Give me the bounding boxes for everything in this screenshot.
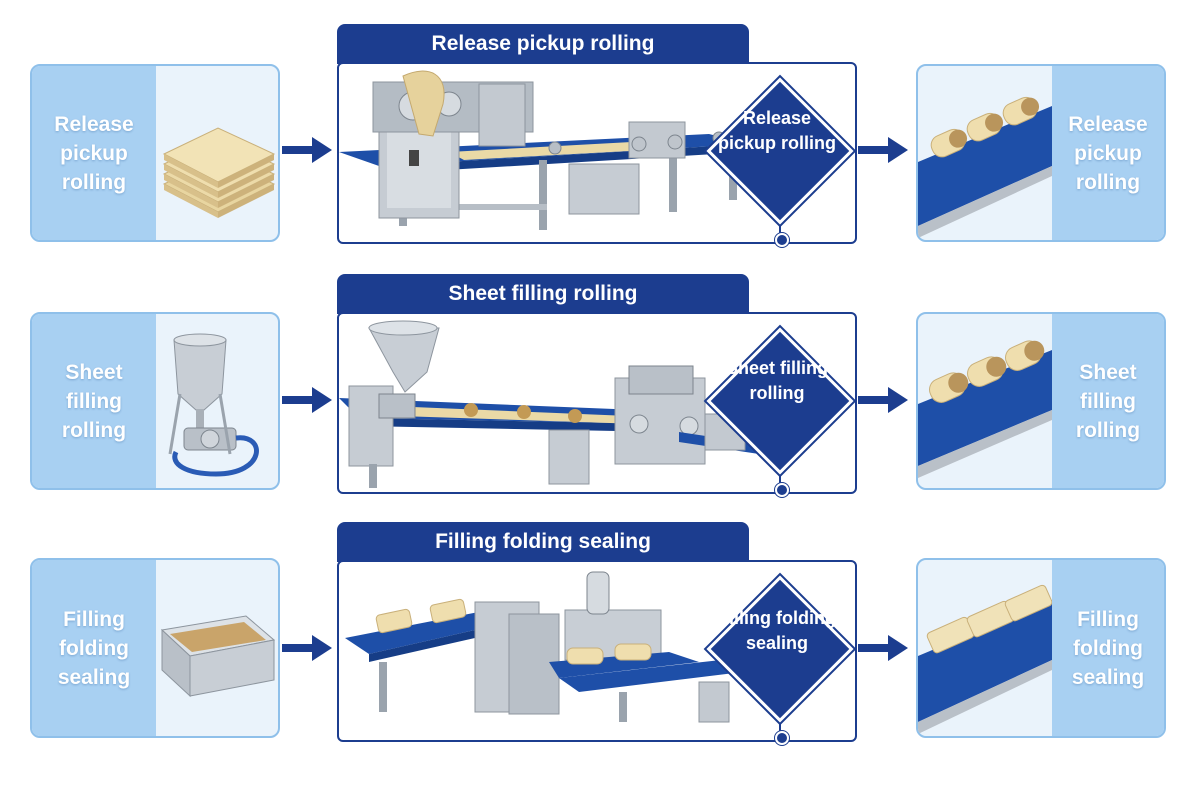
arrow-right-icon [858, 137, 908, 163]
input-label: Release pickup rolling [54, 112, 134, 194]
process-row-sheet-filling-rolling: Sheet filling rolling Sheet filling roll… [0, 270, 1200, 520]
sealed-pastries-on-conveyor-icon [918, 560, 1053, 736]
arrow-right-icon [282, 387, 332, 413]
input-label: Filling folding sealing [57, 607, 131, 689]
release-pickup-rolling-machine-illustration [339, 70, 749, 230]
process-row-filling-folding-sealing: Filling folding sealing Filling folding … [0, 518, 1200, 768]
input-card: Filling folding sealing [30, 558, 280, 738]
diamond-label: Sheet filling rolling [725, 358, 828, 403]
output-label-panel: Filling folding sealing [1052, 560, 1164, 736]
connector-dot [775, 731, 789, 745]
stage-diamond: Sheet filling rolling [706, 327, 854, 475]
diamond-connector [779, 216, 781, 234]
diamond-connector [779, 466, 781, 484]
output-card: Release pickup rolling [916, 64, 1166, 242]
diamond-label: Filling folding sealing [718, 608, 836, 653]
filling-folding-sealing-machine-illustration [345, 571, 759, 723]
connector-dot [775, 483, 789, 497]
output-label-panel: Sheet filling rolling [1052, 314, 1164, 488]
machine-title: Sheet filling rolling [448, 282, 638, 305]
input-card: Release pickup rolling [30, 64, 280, 242]
input-label-panel: Filling folding sealing [32, 560, 156, 736]
arrow-right-icon [282, 635, 332, 661]
machine-title-tab: Sheet filling rolling [337, 274, 749, 314]
machine-title: Filling folding sealing [435, 530, 651, 553]
diamond-label: Release pickup rolling [717, 108, 836, 153]
process-row-release-pickup-rolling: Release pickup rolling [0, 20, 1200, 270]
diamond-connector [779, 714, 781, 732]
machine-title-tab: Filling folding sealing [337, 522, 749, 562]
filled-rolls-on-conveyor-icon [918, 314, 1052, 488]
filling-hopper-pump-icon [156, 314, 278, 488]
arrow-right-icon [858, 635, 908, 661]
output-card: Filling folding sealing [916, 558, 1166, 738]
stage-diamond: Release pickup rolling [706, 77, 854, 225]
output-label: Sheet filling rolling [1075, 360, 1141, 442]
output-label: Release pickup rolling [1068, 112, 1148, 194]
input-label: Sheet filling rolling [61, 360, 127, 442]
stage-diamond: Filling folding sealing [706, 575, 854, 723]
input-card: Sheet filling rolling [30, 312, 280, 490]
output-label: Filling folding sealing [1071, 607, 1145, 689]
filled-rolls-on-conveyor-icon [918, 66, 1052, 240]
input-label-panel: Release pickup rolling [32, 66, 156, 240]
output-label-panel: Release pickup rolling [1052, 66, 1164, 240]
stacked-dough-sheets-icon [156, 66, 278, 240]
machine-title-tab: Release pickup rolling [337, 24, 749, 64]
connector-dot [775, 233, 789, 247]
arrow-right-icon [858, 387, 908, 413]
input-label-panel: Sheet filling rolling [32, 314, 156, 488]
machine-title: Release pickup rolling [431, 32, 655, 55]
arrow-right-icon [282, 137, 332, 163]
filling-tray-icon [156, 560, 278, 736]
output-card: Sheet filling rolling [916, 312, 1166, 490]
